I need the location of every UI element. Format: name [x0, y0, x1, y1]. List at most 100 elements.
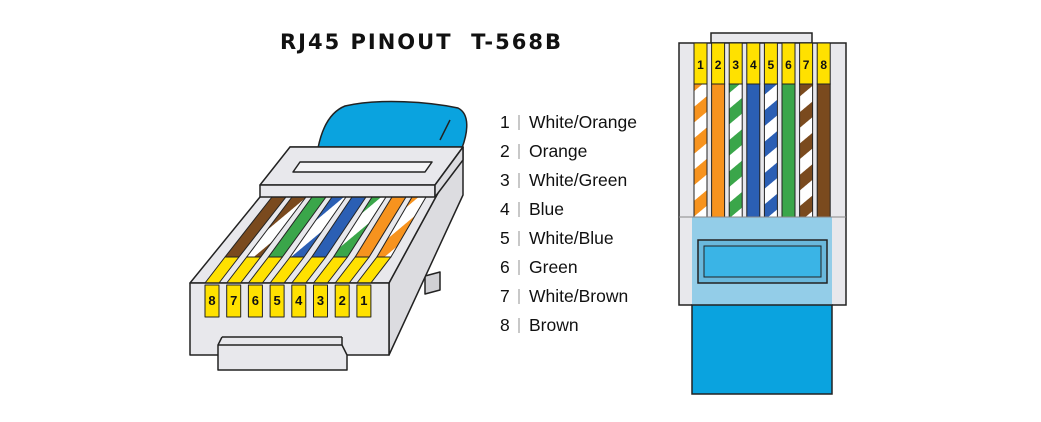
bottom-tab: [217, 344, 348, 371]
legend-item: 5 White/Blue: [500, 224, 637, 253]
wire-pin-5: 5: [763, 42, 778, 218]
legend-pin-number: 5: [500, 228, 510, 248]
legend-separator: [518, 260, 520, 275]
pin-number: 3: [732, 58, 739, 72]
pin-number: 2: [339, 293, 346, 308]
wire: [728, 83, 743, 218]
legend-pin-number: 4: [500, 199, 510, 219]
wire-pin-3: 3: [728, 42, 743, 218]
legend-item: 3 White/Green: [500, 166, 637, 195]
wire-pin-2: 2: [711, 42, 726, 218]
legend-color-label: White/Brown: [529, 286, 629, 306]
legend-item: 7 White/Brown: [500, 282, 637, 311]
front-pin-7: 7: [226, 284, 242, 318]
wire: [746, 83, 761, 218]
legend-separator: [518, 173, 520, 188]
legend-item: 4 Blue: [500, 195, 637, 224]
wire: [693, 83, 708, 218]
pin-number: 1: [697, 58, 704, 72]
legend-color-label: White/Orange: [529, 112, 637, 132]
pin-contact: [816, 42, 831, 85]
legend-pin-number: 7: [500, 286, 510, 306]
pin-number: 7: [230, 293, 237, 308]
pin-contact: [334, 284, 350, 318]
legend-color-label: Orange: [529, 141, 588, 161]
pin-contact: [269, 284, 285, 318]
diagram-title: RJ45 PINOUT T-568B: [280, 30, 563, 54]
legend-item: 2 Orange: [500, 137, 637, 166]
legend-color-label: Green: [529, 257, 578, 277]
pin-number: 3: [317, 293, 324, 308]
cable: [691, 304, 833, 395]
legend-color-label: White/Blue: [529, 228, 614, 248]
wire: [816, 83, 831, 218]
legend-separator: [518, 231, 520, 246]
pin-number: 6: [785, 58, 792, 72]
pin-contact: [746, 42, 761, 85]
wire: [711, 83, 726, 218]
legend-separator: [518, 318, 520, 333]
side-latch: [424, 271, 441, 295]
bottom-tab-edge: [217, 336, 223, 346]
legend-item: 8 Brown: [500, 311, 637, 340]
wire: [799, 83, 814, 218]
wire-pin-6: 6: [781, 42, 796, 218]
front-face: [189, 282, 390, 356]
top-tab: [710, 32, 813, 44]
legend-separator: [518, 144, 520, 159]
legend-item: 6 Green: [500, 253, 637, 282]
cable-edge: [439, 119, 451, 141]
pin-number: 8: [208, 293, 215, 308]
pin-contact: [313, 284, 328, 318]
wire-pin-4: [291, 196, 367, 284]
front-pin-6: 6: [247, 284, 263, 318]
pin-number: 5: [768, 58, 775, 72]
pin-number: 4: [750, 58, 757, 72]
pin-number: 6: [252, 293, 259, 308]
legend-color-label: White/Green: [529, 170, 628, 190]
legend-item: 1 White/Orange: [500, 108, 637, 137]
wire: [763, 83, 778, 218]
front-pin-4: 4: [291, 284, 307, 318]
front-pin-2: 2: [334, 284, 350, 318]
pin-contact: [226, 284, 242, 318]
pin-contact: [291, 284, 307, 318]
cable-jacket: [317, 100, 468, 149]
pin-contact: [711, 42, 726, 85]
pin-contact: [204, 284, 220, 318]
raised-block-side: [434, 146, 464, 198]
pin-number: 7: [803, 58, 810, 72]
legend-pin-number: 3: [500, 170, 510, 190]
pin-number: 5: [273, 293, 280, 308]
wire-pin-8: 8: [816, 42, 831, 218]
pin-contact: [763, 42, 778, 85]
legend-color-label: Blue: [529, 199, 565, 219]
legend-pin-number: 2: [500, 141, 510, 161]
legend-color-label: Brown: [529, 315, 579, 335]
pin-number: 4: [295, 293, 303, 308]
pin-contact: [781, 42, 796, 85]
legend-pin-number: 6: [500, 257, 510, 277]
wire-pin-1: 1: [693, 42, 708, 218]
pin-number: 8: [820, 58, 827, 72]
legend-pin-number: 8: [500, 315, 510, 335]
pin-contact: [728, 42, 743, 85]
front-pin-8: 8: [204, 284, 220, 318]
pin-contact: [247, 284, 263, 318]
pin-number: 1: [360, 293, 367, 308]
pin-contact: [693, 42, 708, 85]
pin-contact: [799, 42, 814, 85]
wire-pin-7: 7: [799, 42, 814, 218]
pin-contact: [356, 284, 372, 318]
wire-pin-4: 4: [746, 42, 761, 218]
legend-pin-number: 1: [500, 112, 510, 132]
front-pin-5: 5: [269, 284, 285, 318]
pin-number: 2: [715, 58, 722, 72]
front-pin-3: 3: [313, 284, 328, 318]
wire: [781, 83, 796, 218]
legend-separator: [518, 115, 520, 130]
